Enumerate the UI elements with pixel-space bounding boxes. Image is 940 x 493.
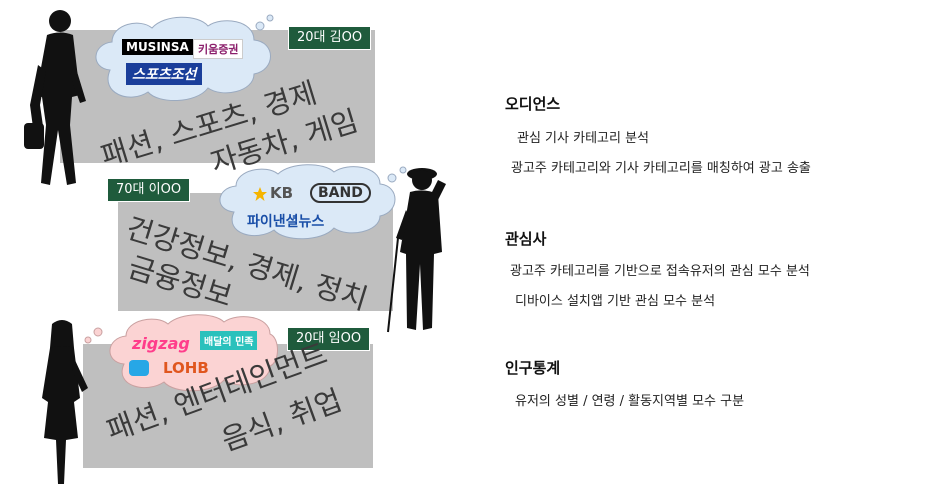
silhouette-woman: [42, 320, 88, 484]
chat-app-icon: [129, 360, 149, 376]
kb-star-icon: [253, 187, 267, 201]
baemin-logo: 배달의 민족: [200, 331, 258, 350]
band-logo: BAND: [310, 183, 371, 203]
zigzag-logo: zigzag: [132, 334, 190, 353]
section-title-audience: 오디언스: [505, 95, 561, 113]
persona-tag-3: 20대 임OO: [287, 327, 371, 351]
kb-logo: KB: [270, 184, 294, 202]
persona-tag-2: 70대 이OO: [107, 178, 191, 202]
financial-news-logo: 파이낸셜뉴스: [247, 214, 325, 230]
section-title-interest: 관심사: [505, 230, 547, 248]
silhouette-elderly-man: [387, 168, 446, 333]
demographics-item-1: 유저의 성별 / 연령 / 활동지역별 모수 구분: [515, 394, 745, 409]
musinsa-logo: MUSINSA: [122, 39, 193, 55]
interest-item-2: 디바이스 설치앱 기반 관심 모수 분석: [515, 294, 716, 309]
interest-item-1: 광고주 카테고리를 기반으로 접속유저의 관심 모수 분석: [510, 264, 810, 279]
persona-tag-1: 20대 김OO: [288, 26, 372, 50]
lohbs-logo: LOHB: [163, 359, 209, 377]
silhouette-walking-man: [24, 10, 86, 185]
sports-chosun-logo: 스포츠조선: [126, 63, 203, 85]
kiwoom-logo: 키움증권: [193, 39, 244, 59]
section-title-demographics: 인구통계: [505, 359, 561, 377]
audience-item-1: 관심 기사 카테고리 분석: [517, 131, 649, 146]
audience-item-2: 광고주 카테고리와 기사 카테고리를 매칭하여 광고 송출: [511, 161, 811, 176]
